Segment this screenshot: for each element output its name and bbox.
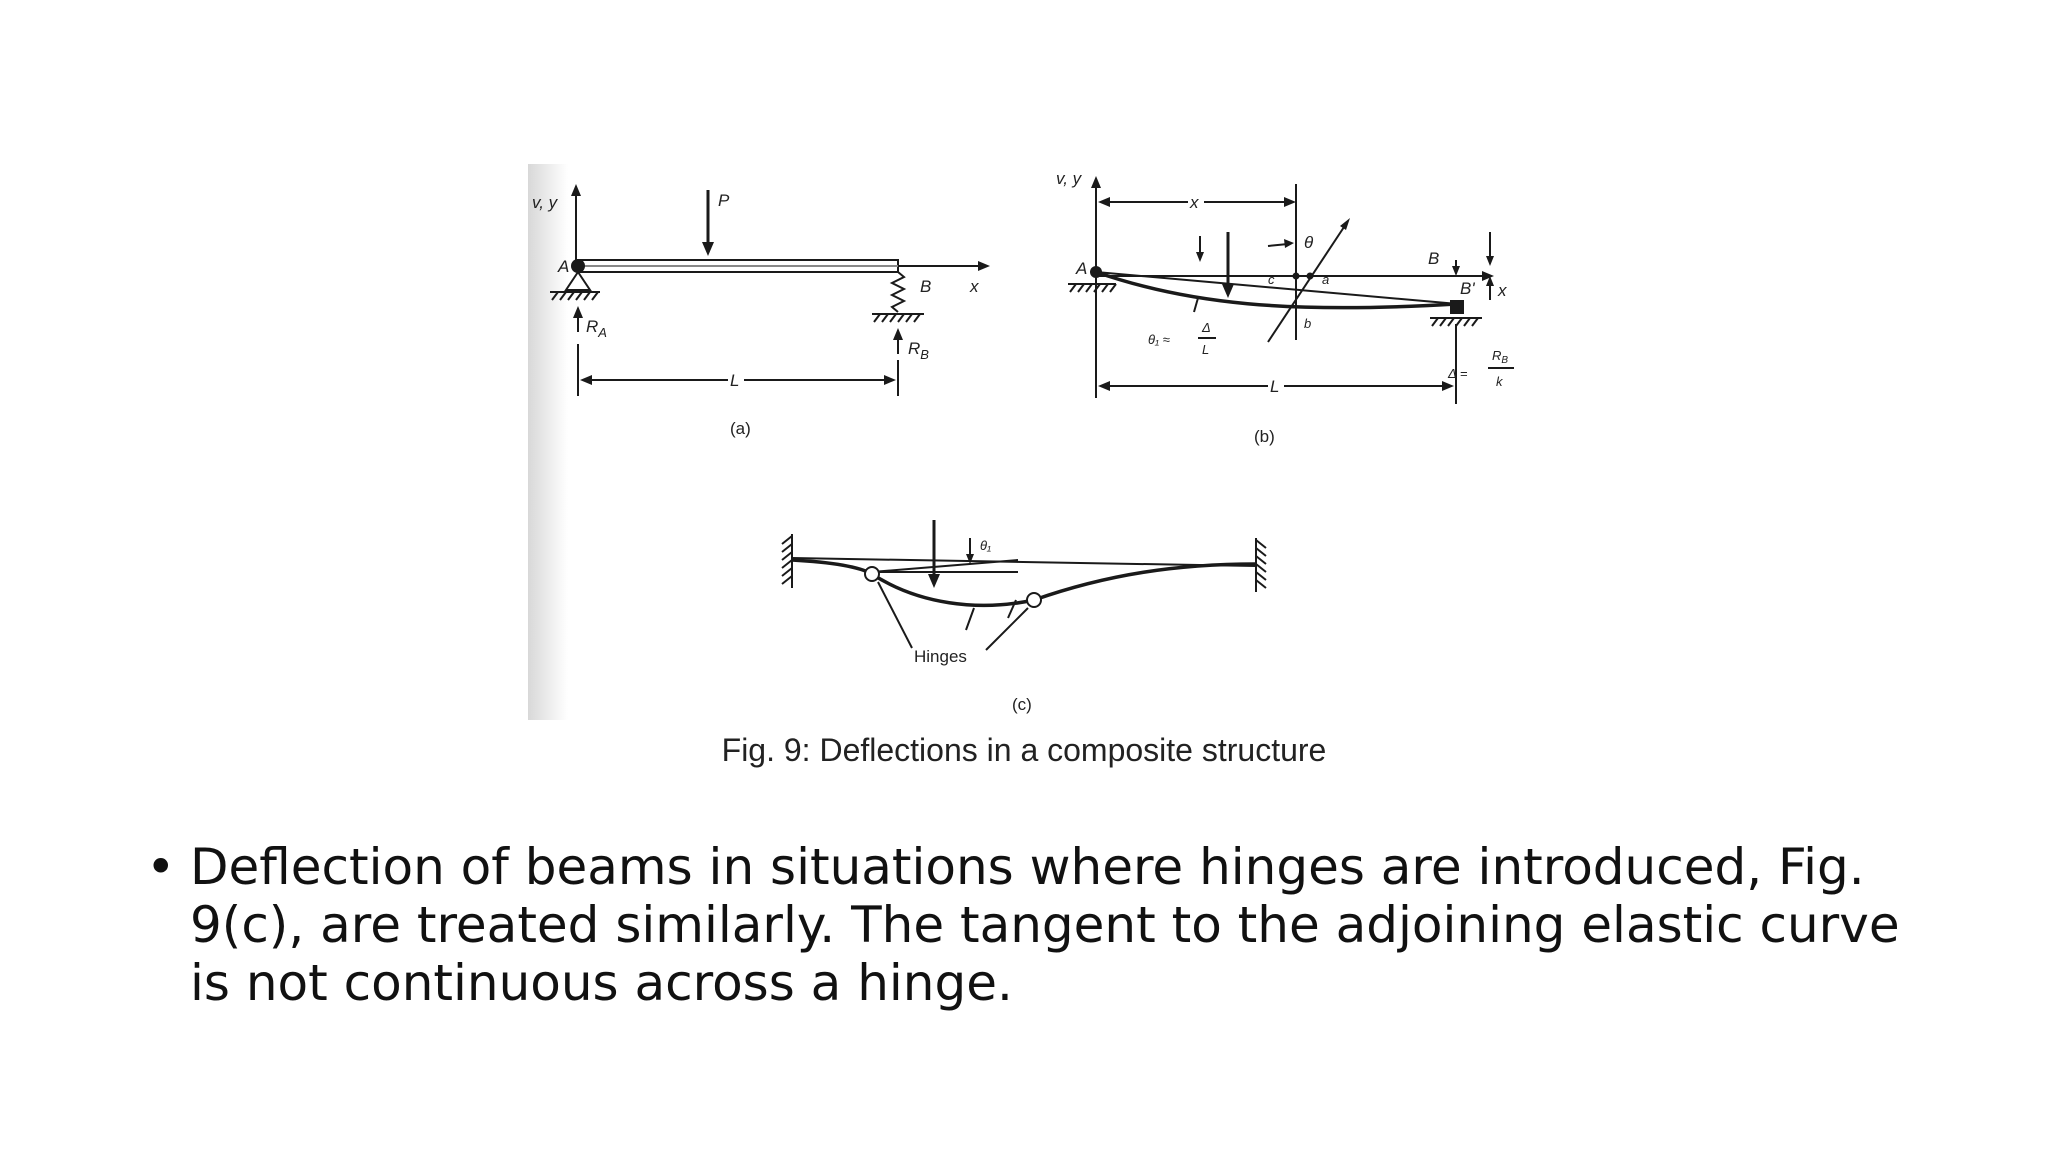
panel-b-point-b: B (1428, 249, 1439, 268)
scan-edge (528, 164, 568, 720)
panel-b-delta-den: k (1496, 374, 1504, 389)
panel-c-hinge-right (1026, 592, 1042, 608)
panel-a-reaction-a: RA (586, 317, 607, 340)
panel-c-curve-middle (871, 572, 1035, 608)
figure-deflections: v, y x P A RA (528, 164, 1524, 720)
panel-b-axis-label: v, y (1056, 169, 1083, 188)
panel-b-theta1-num: Δ (1201, 320, 1211, 335)
panel-c-hinges-label: Hinges (914, 647, 967, 666)
panel-b: v, y x x A (1056, 169, 1514, 446)
panel-b-x-top: x (1189, 193, 1199, 212)
panel-b-delta-num: RB (1492, 348, 1508, 366)
panel-a-reaction-b: RB (908, 339, 929, 362)
panel-c-curve-right (1033, 562, 1257, 602)
panel-a-v-axis-arrow (571, 184, 581, 196)
panel-b-tangent (1267, 223, 1347, 343)
panel-b-b: b (1304, 316, 1311, 331)
panel-a-caption: (a) (730, 419, 751, 438)
panel-b-theta1-den: L (1202, 342, 1209, 357)
panel-b-x-axis-label: x (1497, 281, 1507, 300)
panel-a-point-a: A (557, 257, 569, 276)
panel-b-point-b-prime: B' (1460, 279, 1475, 298)
panel-c-hinge-left (864, 566, 880, 582)
panel-a-x-label: x (969, 277, 979, 296)
bullet-list: • Deflection of beams in situations wher… (146, 838, 1906, 1012)
panel-b-chord (1095, 271, 1459, 305)
figure-diagram: v, y x P A RA (528, 164, 1514, 720)
panel-b-pin-a (1090, 266, 1102, 278)
panel-b-caption: (b) (1254, 427, 1275, 446)
panel-a-length: L (730, 371, 739, 390)
panel-b-a: a (1322, 272, 1329, 287)
panel-b-length: L (1270, 377, 1279, 396)
panel-b-roller-b (1450, 300, 1464, 314)
panel-c-theta1: θ₁ (980, 538, 991, 553)
panel-b-point-a: A (1075, 259, 1087, 278)
panel-a-axis-label: v, y (532, 193, 559, 212)
panel-c-curve-left (791, 558, 873, 576)
panel-b-delta-lhs: Δ = (1447, 366, 1468, 381)
panel-a-load-label: P (718, 191, 730, 210)
panel-b-theta1-lhs: θ₁ ≈ (1148, 332, 1170, 347)
panel-c-caption: (c) (1012, 695, 1032, 714)
bullet-text: Deflection of beams in situations where … (190, 838, 1900, 1012)
panel-b-theta: θ (1304, 233, 1314, 252)
panel-a-spring (889, 271, 907, 313)
bullet-marker: • (146, 838, 176, 896)
panel-a-pin-a (571, 259, 585, 273)
panel-b-c: c (1268, 272, 1275, 287)
panel-b-elastic-curve (1095, 270, 1457, 310)
panel-a: v, y x P A RA (532, 184, 990, 438)
panel-c: θ₁ Hinges (c) (781, 520, 1267, 714)
figure-caption: Fig. 9: Deflections in a composite struc… (721, 732, 1327, 768)
panel-a-point-b: B (920, 277, 931, 296)
